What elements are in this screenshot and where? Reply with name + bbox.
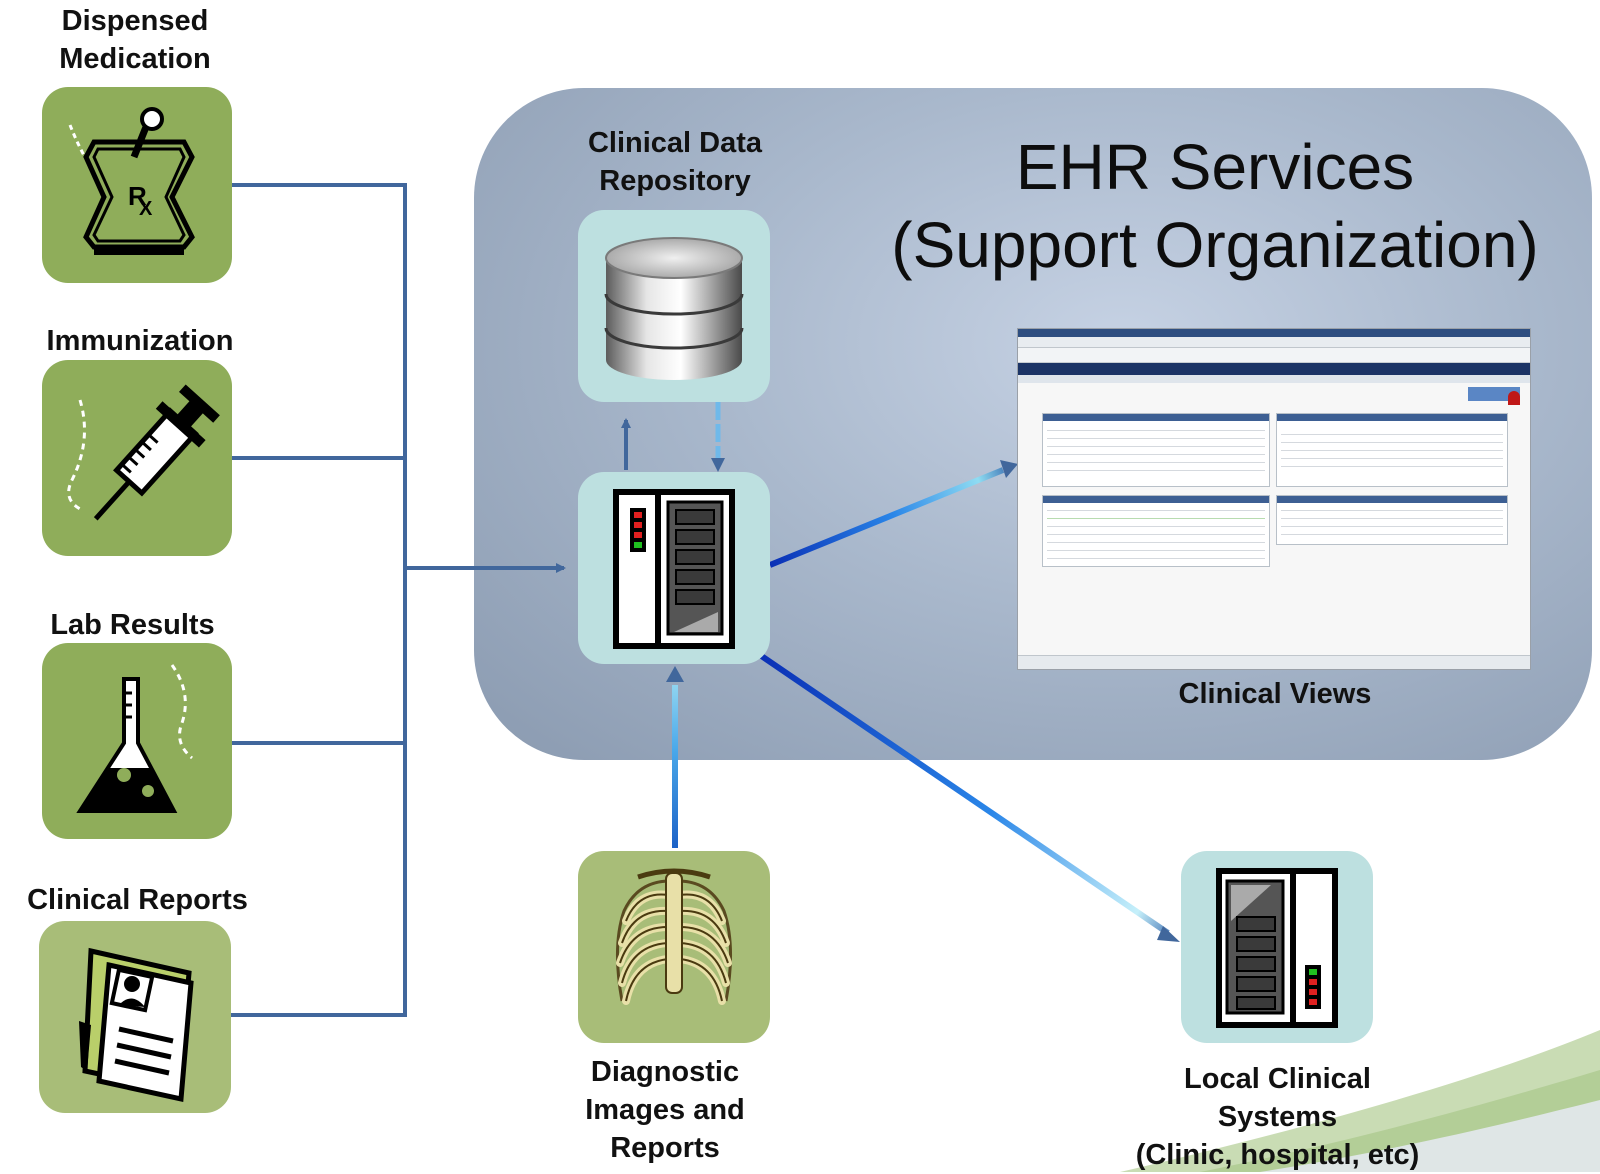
diagnostic-images-tile bbox=[578, 851, 770, 1043]
local-clinical-systems-label: Local Clinical Systems (Clinic, hospital… bbox=[1135, 1063, 1420, 1171]
database-icon bbox=[604, 237, 744, 380]
svg-text:X: X bbox=[139, 198, 153, 220]
lab-results-label: Lab Results bbox=[50, 609, 215, 641]
medication-tile: R X bbox=[42, 87, 232, 283]
rib-cage-xray-icon bbox=[616, 868, 732, 1005]
dispensed-medication-label: Dispensed Medication bbox=[59, 5, 211, 75]
mortar-pestle-rx-icon: R X bbox=[68, 107, 195, 255]
diagnostic-images-label: Diagnostic Images and Reports bbox=[585, 1056, 745, 1164]
immunization-label: Immunization bbox=[46, 325, 234, 357]
local-clinical-systems-tile bbox=[1181, 851, 1373, 1043]
central-server-tile bbox=[578, 472, 770, 664]
server-icon bbox=[613, 489, 735, 649]
repository-tile bbox=[578, 210, 770, 402]
clinical-views-label: Clinical Views bbox=[1178, 678, 1372, 710]
svg-text:R: R bbox=[128, 181, 147, 211]
clinical-views-screenshot bbox=[1017, 328, 1531, 670]
clinical-reports-label: Clinical Reports bbox=[27, 884, 248, 916]
clinical-reports-tile bbox=[39, 921, 231, 1113]
syringe-icon bbox=[67, 384, 220, 521]
immunization-tile bbox=[42, 360, 232, 556]
lab-results-tile bbox=[42, 643, 232, 839]
flask-icon bbox=[76, 664, 193, 813]
clinical-data-repository-label: Clinical Data Repository bbox=[587, 127, 763, 197]
ehr-services-title: EHR Services (Support Organization) bbox=[891, 131, 1539, 281]
clinical-report-folder-icon bbox=[79, 947, 194, 1103]
server-icon bbox=[1216, 868, 1338, 1028]
